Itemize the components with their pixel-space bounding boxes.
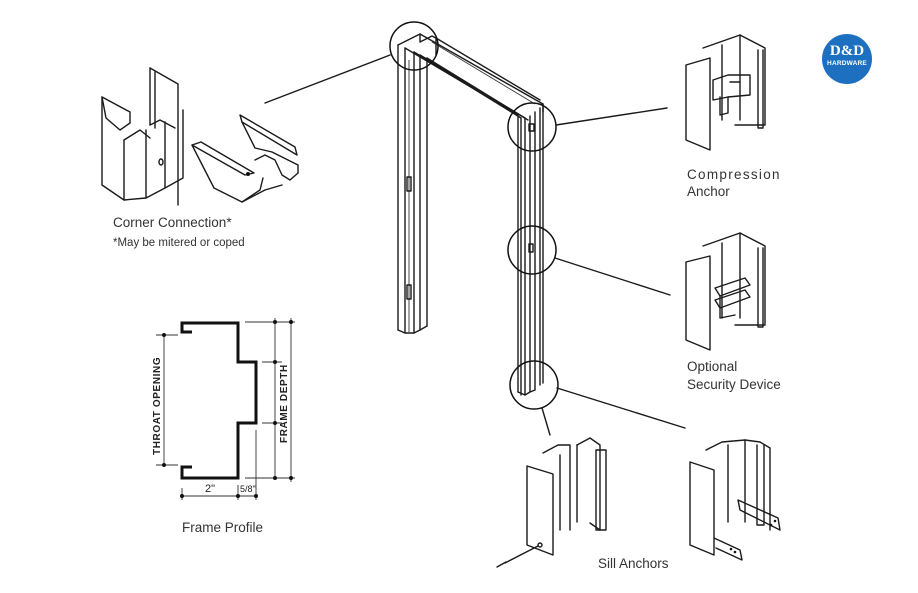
leader-security [554,257,671,296]
leader-corner [264,54,391,104]
callout-circle-corner [389,21,439,71]
leader-sill-right [556,387,686,429]
corner-connection-label: Corner Connection* [113,215,232,230]
frame-profile-label: Frame Profile [182,520,264,535]
leader-compression [555,107,668,126]
door-frame-assembly [264,21,686,436]
sill-anchor-left-drawing [496,437,607,568]
frame-head [397,33,544,121]
leader-sill-left [541,407,551,436]
sill-anchors-label: Sill Anchors [598,556,669,571]
callout-circle-sill [509,360,559,410]
face-width-dimension: 2" [205,483,216,495]
profile-outline [180,321,258,480]
frame-profile-drawing [156,318,295,500]
compression-anchor-label-line1: Compression [687,167,781,182]
compression-anchor-drawing [685,34,766,151]
left-jamb [397,44,428,334]
corner-connection-drawing [101,67,299,206]
throat-opening-label: THROAT OPENING [152,356,163,455]
frame-depth-label: FRAME DEPTH [279,364,290,443]
security-device-label-line1: Optional [687,359,738,374]
callout-circle-compression [507,102,557,152]
corner-connection-note: *May be mitered or coped [113,237,245,249]
security-device-label-line2: Security Device [687,377,781,392]
logo-main-text: D&D [829,43,865,59]
brand-logo: D&D HARDWARE [822,34,872,84]
callout-circle-security [507,225,557,275]
compression-anchor-label-line2: Anchor [687,184,730,199]
right-jamb [517,103,544,396]
backbend-dimension: 5/8" [240,484,256,494]
security-device-drawing [685,232,766,351]
sill-anchor-right-drawing [689,439,781,561]
logo-sub-text: HARDWARE [827,60,867,67]
